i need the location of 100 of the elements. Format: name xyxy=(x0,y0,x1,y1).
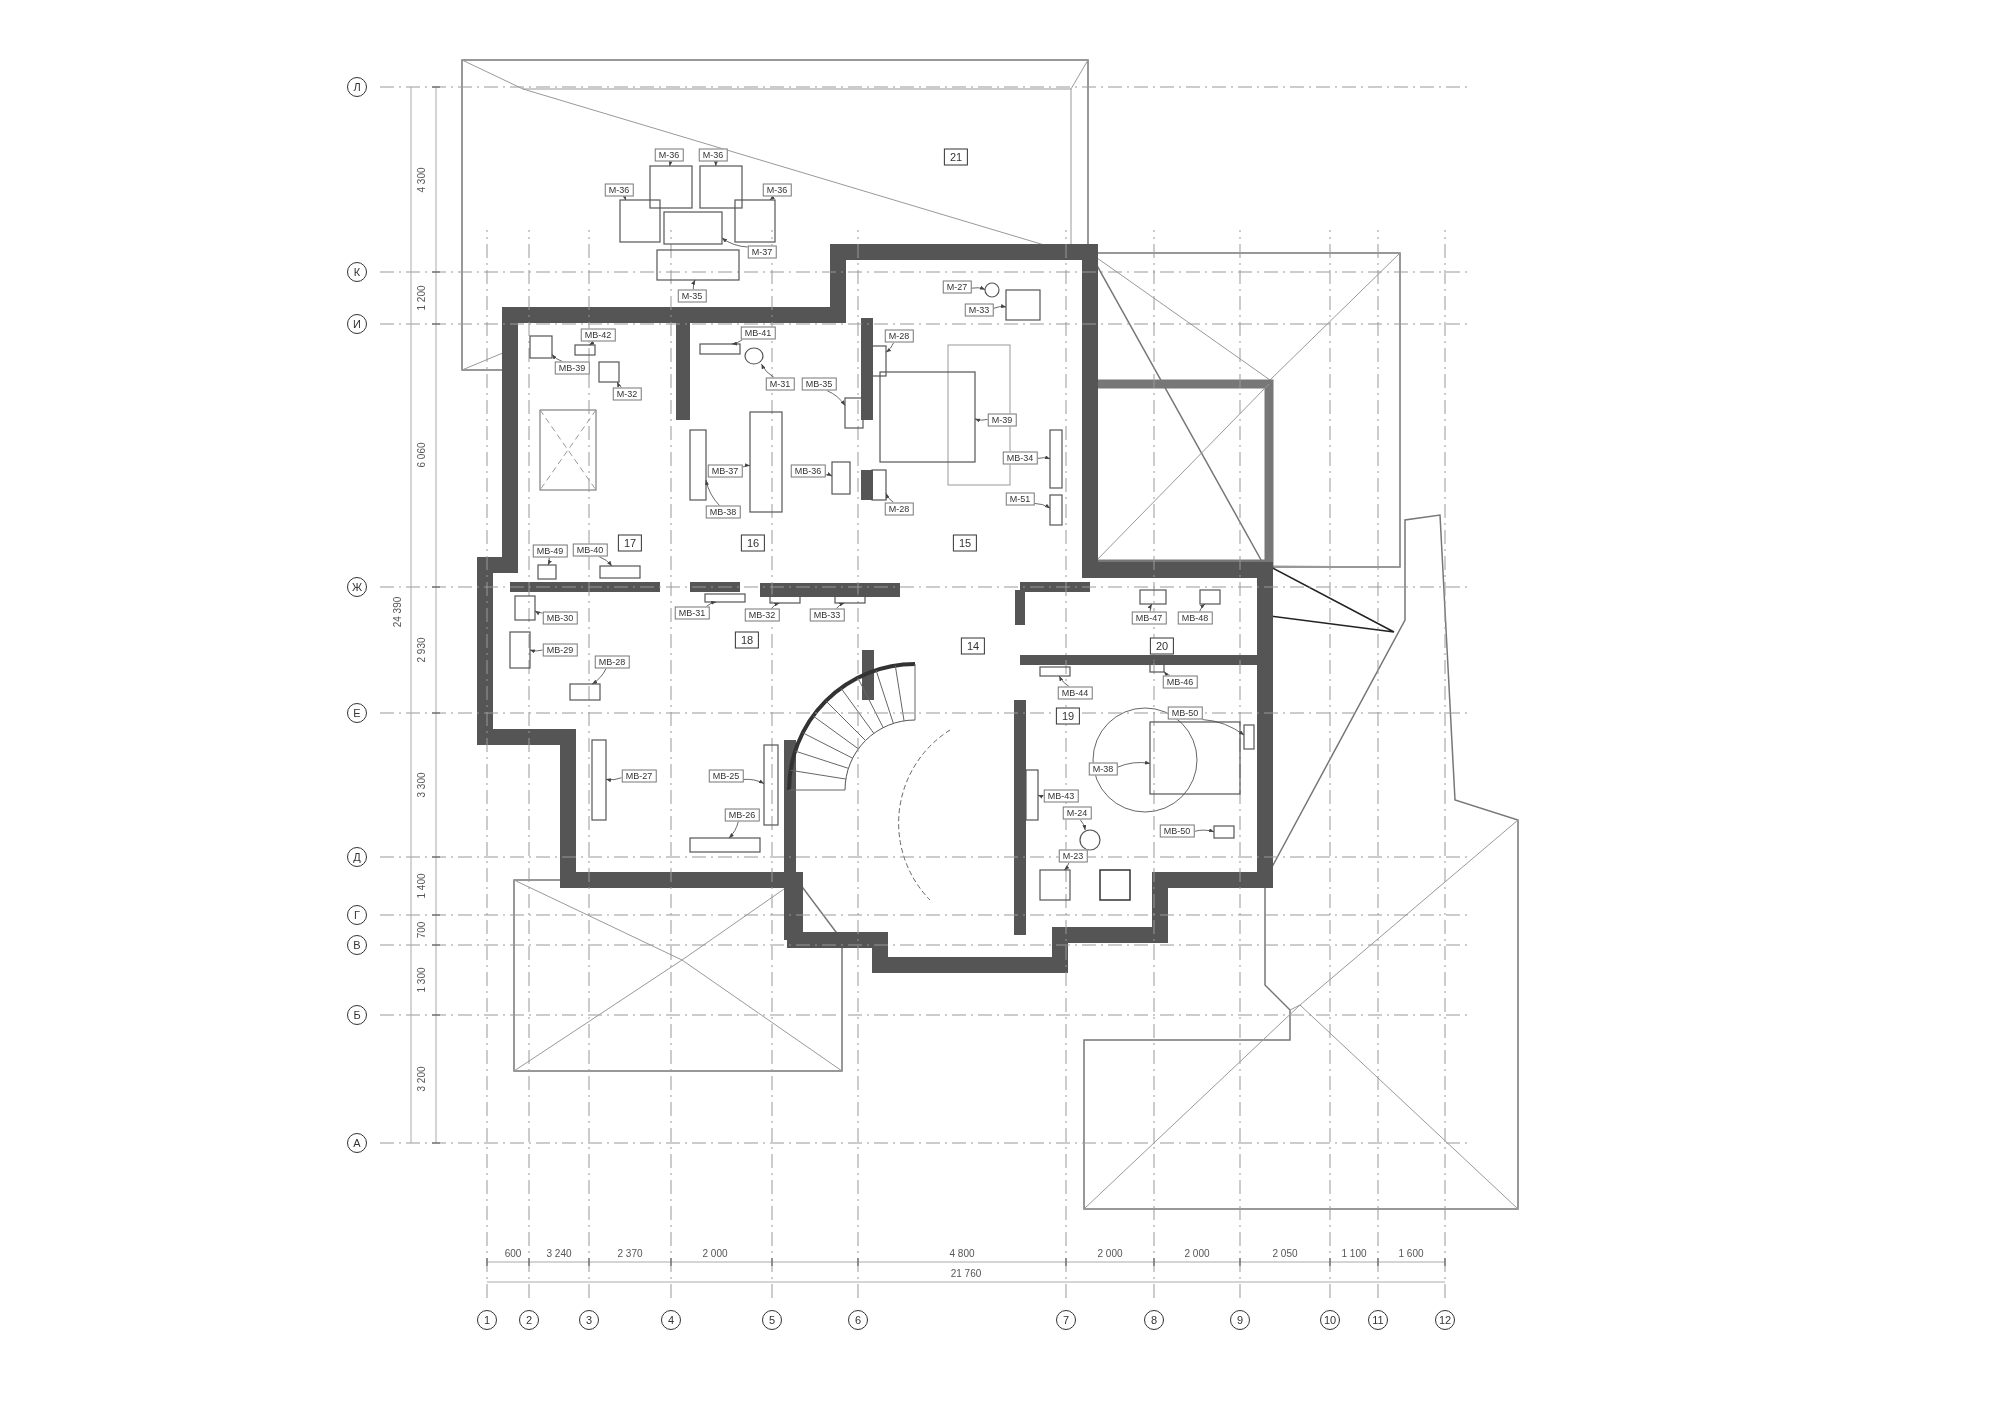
furniture-tag: M-36 xyxy=(698,148,728,162)
leader-line xyxy=(668,160,673,167)
furniture-tag: MB-41 xyxy=(740,326,776,340)
leader-line xyxy=(824,472,833,477)
leader-line xyxy=(1147,603,1153,612)
furniture-tag: MB-32 xyxy=(744,608,780,622)
dimension-text: 24 390 xyxy=(393,596,403,628)
furniture-tag: MB-33 xyxy=(809,608,845,622)
room-number: 18 xyxy=(734,631,760,649)
axis-bubble: Л xyxy=(347,77,367,97)
room-number: 20 xyxy=(1149,637,1175,655)
dimension-text: 1 400 xyxy=(417,873,427,899)
furniture-outline xyxy=(509,631,531,669)
furniture-tag: MB-44 xyxy=(1057,686,1093,700)
furniture-tag: MB-50 xyxy=(1159,824,1195,838)
axis-bubble: 9 xyxy=(1230,1310,1250,1330)
room-number: 21 xyxy=(943,148,969,166)
furniture-outline xyxy=(537,564,557,580)
dimension-text: 2 000 xyxy=(702,1249,728,1259)
furniture-tag: MB-38 xyxy=(705,505,741,519)
furniture-tag: MB-42 xyxy=(580,328,616,342)
furniture-tag: M-39 xyxy=(987,413,1017,427)
dimension-text: 1 200 xyxy=(417,285,427,311)
furniture-outline xyxy=(598,361,620,383)
furniture-outline xyxy=(763,744,779,826)
axis-bubble: 7 xyxy=(1056,1310,1076,1330)
dimension-text: 2 050 xyxy=(1272,1249,1298,1259)
axis-bubble: И xyxy=(347,314,367,334)
furniture-outline xyxy=(1079,829,1101,851)
leader-line xyxy=(1163,671,1171,677)
furniture-tag: M-24 xyxy=(1062,806,1092,820)
furniture-outline xyxy=(599,565,641,579)
furniture-outline xyxy=(699,343,741,355)
leader-line xyxy=(588,340,595,346)
furniture-outline xyxy=(831,461,851,495)
axis-bubble: В xyxy=(347,935,367,955)
furniture-outline xyxy=(1049,494,1063,526)
room-number: 15 xyxy=(952,534,978,552)
furniture-tag: M-23 xyxy=(1058,849,1088,863)
furniture-outline xyxy=(1139,589,1167,605)
furniture-tag: MB-30 xyxy=(542,611,578,625)
furniture-outline xyxy=(1039,666,1071,677)
furniture-tag: MB-47 xyxy=(1131,611,1167,625)
dimension-text: 600 xyxy=(504,1249,522,1259)
furniture-outline xyxy=(689,429,707,501)
furniture-tag: M-36 xyxy=(762,183,792,197)
furniture-outline xyxy=(749,411,783,513)
furniture-outline xyxy=(704,593,746,603)
axis-bubble: Д xyxy=(347,847,367,867)
furniture-tag: M-27 xyxy=(942,280,972,294)
axis-bubble: 5 xyxy=(762,1310,782,1330)
furniture-outline xyxy=(591,739,607,821)
dimension-text: 3 300 xyxy=(417,772,427,798)
dimension-text: 1 100 xyxy=(1341,1249,1367,1259)
furniture-outline xyxy=(744,347,764,365)
furniture-outline xyxy=(879,371,976,463)
furniture-outline xyxy=(1199,589,1221,605)
room-number: 14 xyxy=(960,637,986,655)
furniture-outline xyxy=(656,249,740,281)
leader-line xyxy=(616,381,623,388)
furniture-tag: M-36 xyxy=(604,183,634,197)
axis-bubble: Г xyxy=(347,905,367,925)
dimension-text: 2 370 xyxy=(617,1249,643,1259)
furniture-tag: MB-48 xyxy=(1177,611,1213,625)
dimension-text: 1 600 xyxy=(1398,1249,1424,1259)
dimension-text: 3 240 xyxy=(546,1249,572,1259)
furniture-outline xyxy=(699,165,743,209)
furniture-tag: MB-31 xyxy=(674,606,710,620)
furniture-tag: MB-26 xyxy=(724,808,760,822)
furniture-outline xyxy=(649,165,693,209)
furniture-tag: MB-40 xyxy=(572,543,608,557)
axis-bubble: 8 xyxy=(1144,1310,1164,1330)
room-number: 19 xyxy=(1055,707,1081,725)
furniture-outline xyxy=(1025,769,1039,821)
leader-line xyxy=(622,194,627,201)
dimension-text: 4 800 xyxy=(949,1249,975,1259)
furniture-tag: MB-50 xyxy=(1167,706,1203,720)
furniture-outline xyxy=(1039,869,1071,901)
furniture-tag: M-28 xyxy=(884,329,914,343)
furniture-outline xyxy=(769,594,801,604)
furniture-outline xyxy=(1243,724,1255,750)
leader-line xyxy=(713,160,718,167)
dimension-text: 1 300 xyxy=(417,967,427,993)
dimension-text: 700 xyxy=(417,921,427,939)
dimension-text: 2 000 xyxy=(1097,1249,1123,1259)
furniture-outline xyxy=(1149,661,1165,673)
furniture-tag: M-31 xyxy=(765,377,795,391)
axis-bubble: 12 xyxy=(1435,1310,1455,1330)
furniture-outline xyxy=(619,199,661,243)
furniture-outline xyxy=(529,335,553,359)
furniture-tag: M-32 xyxy=(612,387,642,401)
furniture-tag: M-36 xyxy=(654,148,684,162)
furniture-outline xyxy=(569,683,601,701)
furniture-outline xyxy=(871,469,887,501)
axis-bubble: К xyxy=(347,262,367,282)
furniture-tag: MB-37 xyxy=(707,464,743,478)
dimension-text: 2 930 xyxy=(417,637,427,663)
furniture-tag: MB-43 xyxy=(1043,789,1079,803)
furniture-outline xyxy=(689,837,761,853)
furniture-tag: MB-46 xyxy=(1162,675,1198,689)
